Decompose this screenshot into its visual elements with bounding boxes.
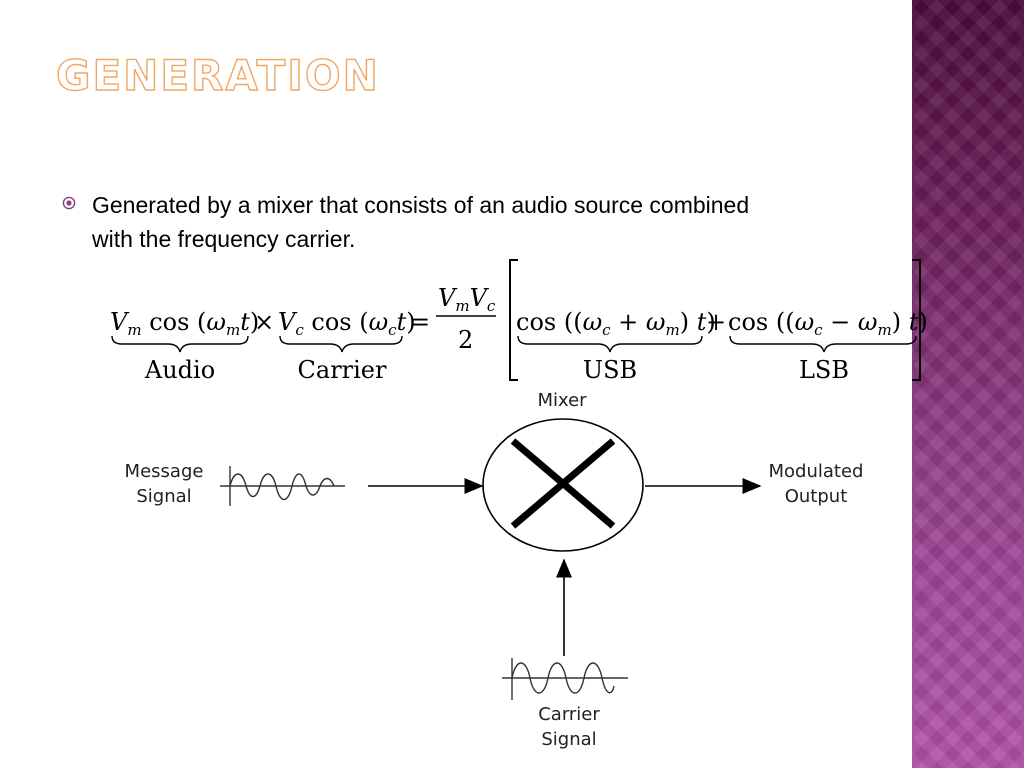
carrier-label-line2: Signal: [541, 729, 596, 750]
output-label-line2: Output: [785, 486, 848, 507]
modulation-formula: Vm cos (ωmt) × Vc cos (ωct) = VmVc 2 cos…: [100, 256, 930, 386]
decorative-side-band: [912, 0, 1024, 768]
fraction-denominator: 2: [458, 326, 473, 354]
audio-term: Vm cos (ωmt): [110, 308, 259, 339]
output-label-line1: Modulated: [769, 461, 864, 482]
carrier-label-line1: Carrier: [538, 704, 600, 725]
carrier-term: Vc cos (ωct): [278, 308, 416, 339]
slide-title: GENERATION: [55, 50, 380, 100]
lsb-label: LSB: [799, 356, 849, 384]
bullet-target-icon: [62, 196, 76, 210]
lsb-underbrace: [729, 335, 917, 353]
left-bracket: [509, 259, 518, 381]
mixer-multiply-icon: [482, 418, 644, 552]
fraction-numerator: VmVc: [438, 284, 496, 315]
audio-label: Audio: [144, 356, 215, 384]
usb-label: USB: [583, 356, 637, 384]
carrier-waveform: [502, 658, 628, 700]
lsb-term: cos ((ωc − ωm) t): [728, 308, 928, 339]
carrier-underbrace: [279, 335, 403, 353]
message-label-line2: Signal: [136, 486, 191, 507]
message-waveform: [220, 466, 345, 506]
right-bracket: [912, 259, 921, 381]
audio-underbrace: [111, 335, 249, 353]
mixer-diagram: Mixer Message Signal Modulated Output Ca…: [100, 386, 900, 766]
mixer-label: Mixer: [537, 390, 587, 411]
message-label-line1: Message: [125, 461, 204, 482]
plus-symbol: +: [706, 308, 726, 336]
usb-underbrace: [517, 335, 703, 353]
bullet-text: Generated by a mixer that consists of an…: [92, 192, 750, 252]
equals-symbol: =: [410, 308, 430, 336]
usb-term: cos ((ωc + ωm) t): [516, 308, 716, 339]
carrier-label: Carrier: [298, 356, 387, 384]
times-symbol: ×: [254, 308, 274, 336]
